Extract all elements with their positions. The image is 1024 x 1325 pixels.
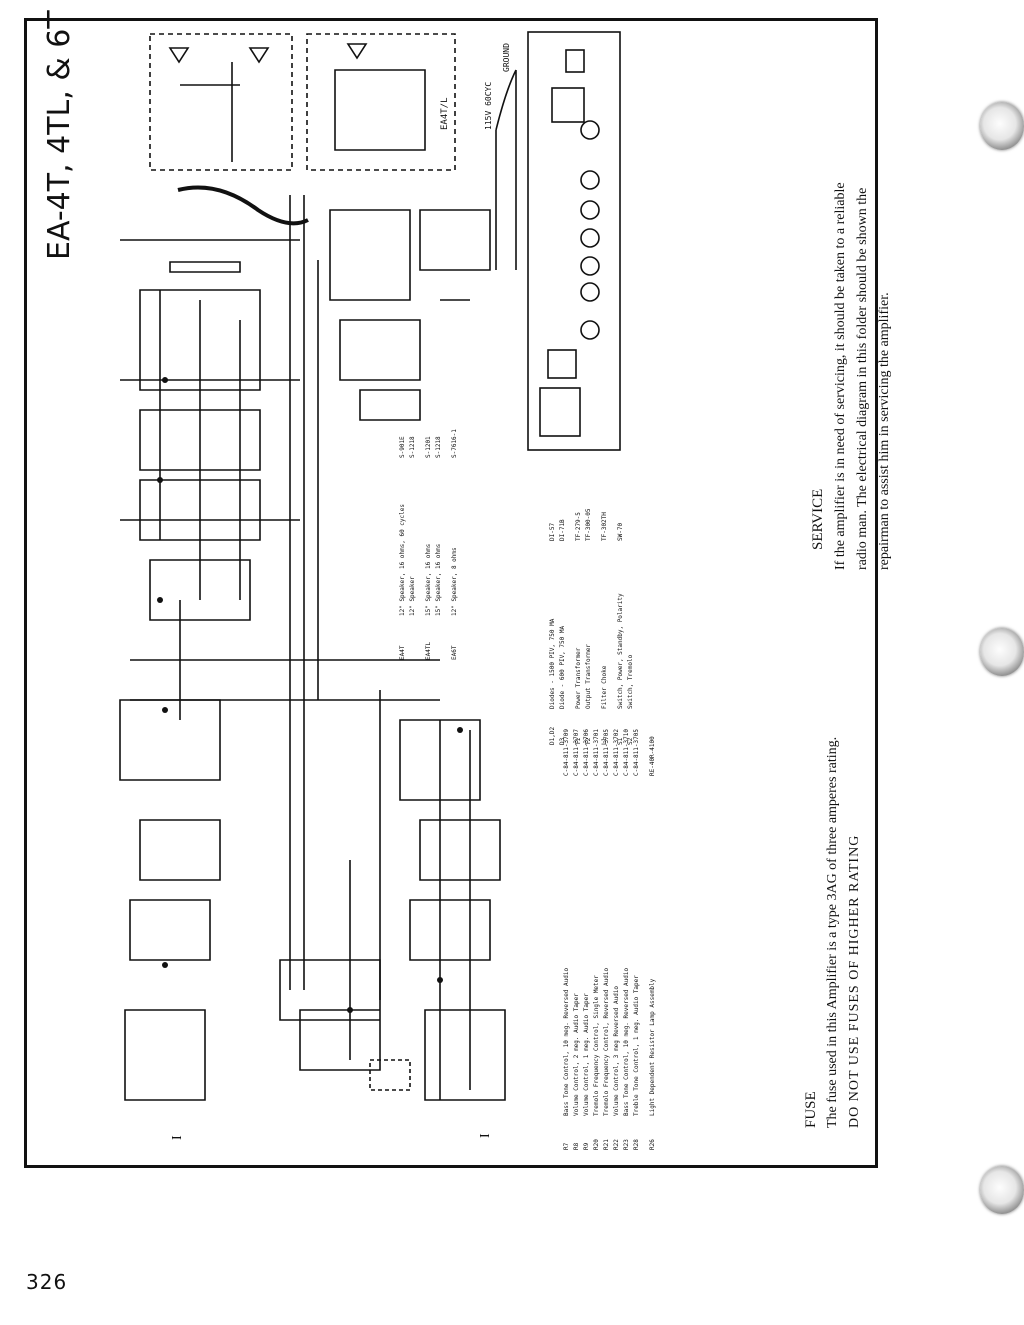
page-number: 326 [26, 1270, 68, 1294]
fuse-section: FUSE The fuse used in this Amplifier is … [800, 568, 866, 1128]
service-section: SERVICE If the amplifier is in need of s… [806, 30, 896, 570]
speaker-icon [168, 47, 270, 64]
lower-circuit [279, 719, 506, 1101]
fuse-text: The fuse used in this Amplifier is a typ… [825, 736, 840, 1128]
service-text-1: If the amplifier is in need of servicing… [833, 182, 848, 570]
service-heading: SERVICE [810, 488, 826, 550]
fuse-warning: DO NOT USE FUSES OF HIGHER RATING [847, 834, 862, 1128]
fuse-heading: FUSE [803, 1091, 819, 1128]
upper-circuit [119, 289, 261, 1101]
ground-label: GROUND [502, 43, 511, 72]
punch-hole-bottom [980, 1166, 1024, 1214]
footswitch-cable [177, 185, 309, 226]
speaker-box-right-label: EA4T/L [440, 97, 450, 130]
power-label: 115V 60CYC [484, 81, 493, 130]
speaker-box-right [306, 33, 456, 171]
punch-hole-top [980, 102, 1024, 150]
chassis-panel [527, 31, 621, 451]
punch-hole-middle [980, 628, 1024, 676]
transformer-t1 [539, 387, 581, 437]
service-text-3: repairman to assist him in servicing the… [877, 292, 892, 570]
speaker-box-left [149, 33, 293, 171]
service-text-2: radio man. The electrical diagram in thi… [855, 187, 870, 570]
input-2-label: I [478, 1133, 493, 1138]
speaker-icon-2 [346, 43, 368, 60]
input-1-label: I [170, 1135, 185, 1140]
schematic-title: EA-4T, 4TL, & 6T [42, 10, 77, 260]
